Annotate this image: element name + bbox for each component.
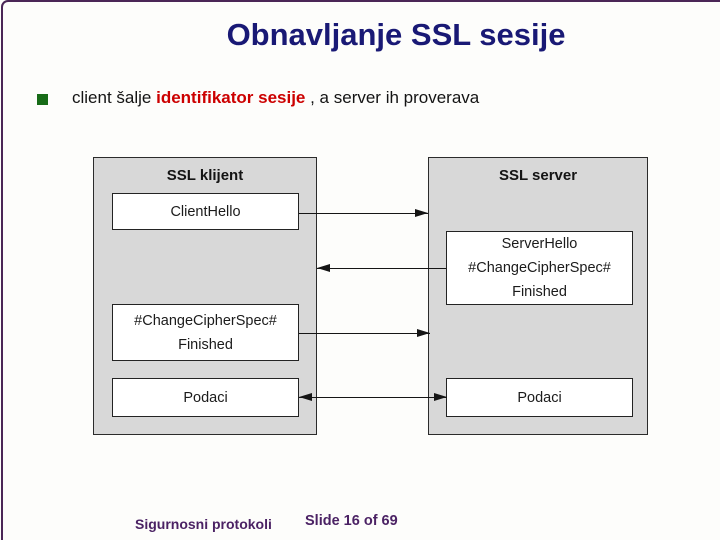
arrowhead-left-icon bbox=[317, 264, 330, 272]
slide-title: Obnavljanje SSL sesije bbox=[226, 17, 566, 52]
box-line: #ChangeCipherSpec# bbox=[134, 312, 277, 329]
arrowhead-right-icon bbox=[417, 329, 430, 337]
bullet-text: client šalje identifikator sesije , a se… bbox=[72, 87, 479, 109]
clienthello-message-box: ClientHello bbox=[112, 193, 299, 230]
bullet-text-after: , a server ih proverava bbox=[305, 88, 480, 107]
footer-course-title: Sigurnosni protokoli bbox=[135, 516, 272, 532]
box-line: Podaci bbox=[517, 389, 562, 406]
footer-slide-number: Slide 16 of 69 bbox=[305, 513, 398, 529]
arrowhead-left-icon bbox=[299, 393, 312, 401]
arrow-podaci-exchange bbox=[299, 393, 447, 401]
arrowhead-right-icon bbox=[434, 393, 447, 401]
arrowhead-right-icon bbox=[415, 209, 428, 217]
box-line: Podaci bbox=[183, 389, 228, 406]
arrow-finished-to-server bbox=[299, 329, 430, 337]
arrow-serverhello-to-client bbox=[317, 264, 446, 272]
client-podaci-box: Podaci bbox=[112, 378, 299, 417]
ssl-client-label: SSL klijent bbox=[166, 167, 244, 184]
server-podaci-box: Podaci bbox=[446, 378, 633, 417]
box-line: Finished bbox=[178, 336, 233, 353]
client-changecipherspec-finished-box: #ChangeCipherSpec# Finished bbox=[112, 304, 299, 361]
ssl-server-label: SSL server bbox=[498, 167, 578, 184]
serverhello-changecipherspec-finished-box: ServerHello #ChangeCipherSpec# Finished bbox=[446, 231, 633, 305]
box-line: Finished bbox=[512, 284, 567, 300]
arrow-clienthello-to-server bbox=[299, 209, 428, 217]
bullet-square-icon bbox=[37, 94, 48, 105]
bullet-highlight: identifikator sesije bbox=[156, 88, 306, 107]
box-line: ServerHello bbox=[501, 236, 578, 252]
bullet-text-before: client šalje bbox=[72, 88, 157, 107]
box-line: ClientHello bbox=[170, 203, 241, 220]
box-line: #ChangeCipherSpec# bbox=[468, 260, 611, 276]
